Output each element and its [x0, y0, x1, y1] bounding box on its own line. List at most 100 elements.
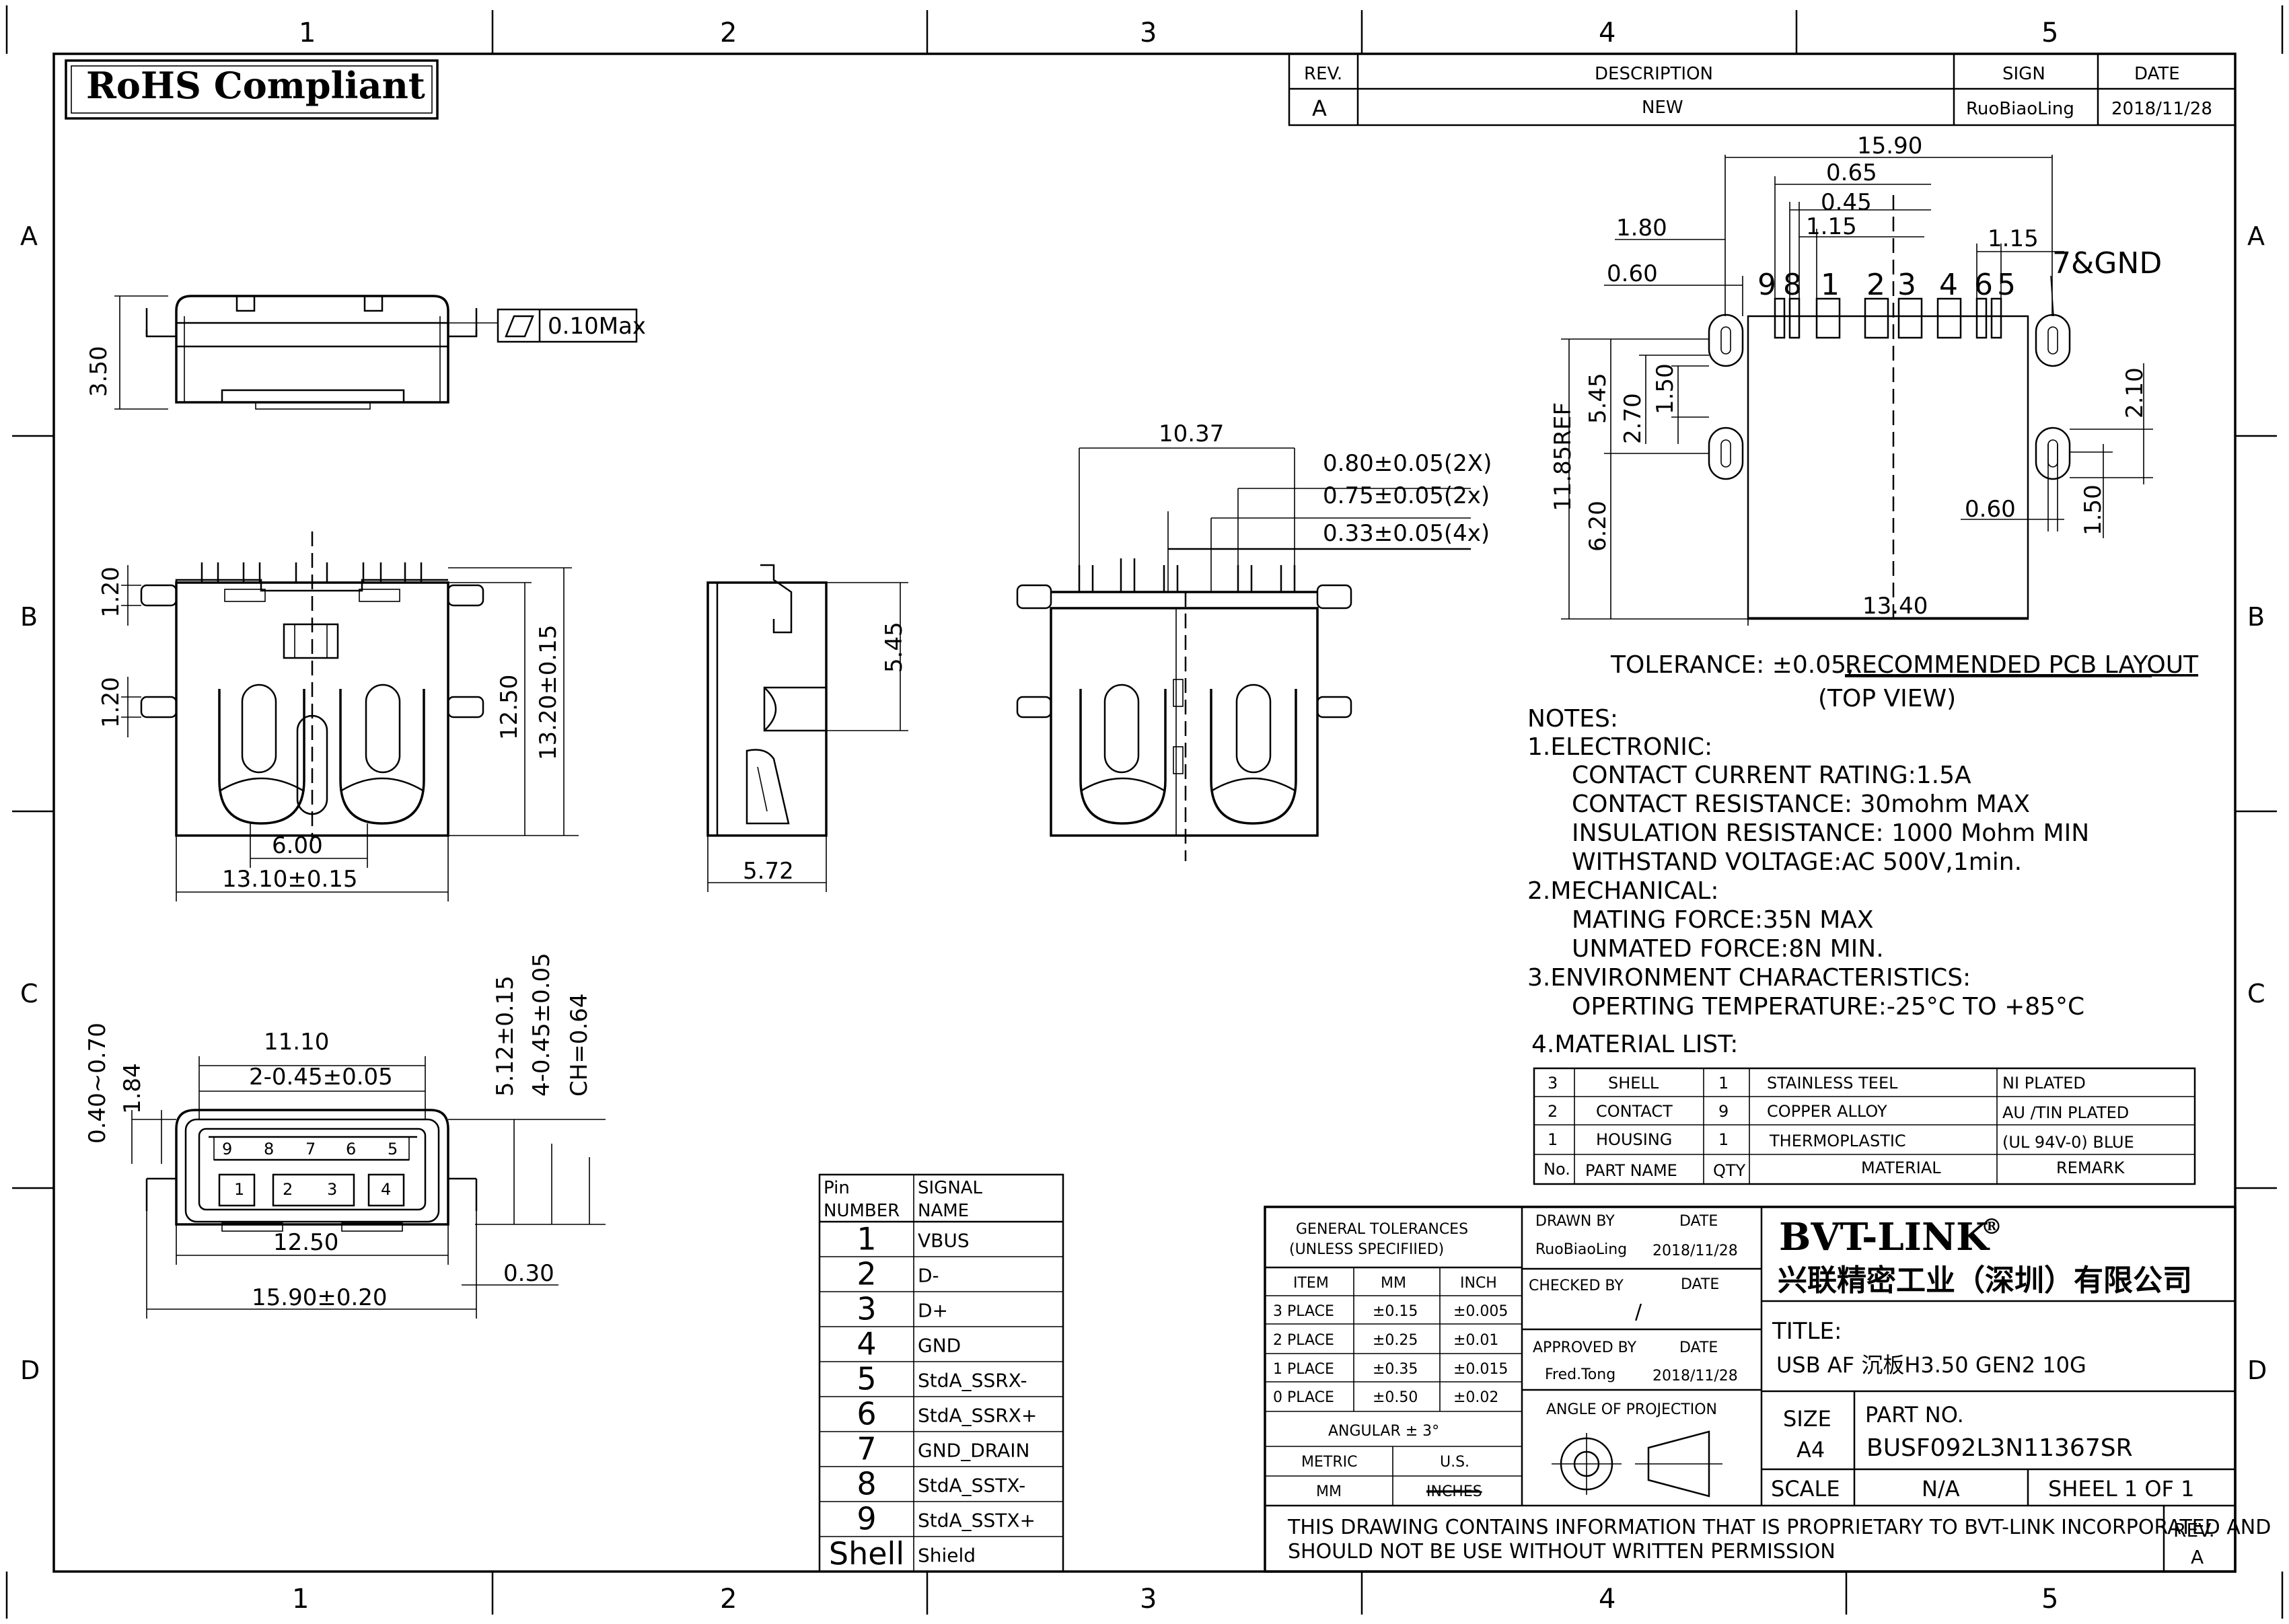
pin-number-cell: 4: [857, 1326, 876, 1362]
notes-current: CONTACT CURRENT RATING:1.5A: [1572, 762, 1971, 789]
unit-mm: MM: [1316, 1483, 1342, 1500]
pcb-tolerance: TOLERANCE: ±0.05,: [1610, 651, 1854, 679]
date-value: 2018/11/28: [2111, 99, 2212, 119]
pcb-dim-1-15-a: 1.15: [1806, 213, 1857, 240]
bottom-dim-11-10: 11.10: [264, 1029, 329, 1056]
pin-signal-cell: D+: [918, 1299, 948, 1321]
pin-number-cell: Shell: [829, 1536, 904, 1572]
side-view: 5.45 5.72: [706, 564, 908, 892]
drawn-by-label: DRAWN BY: [1535, 1213, 1615, 1230]
pcb-dim-1-80: 1.80: [1616, 215, 1667, 242]
rev-header: REV.: [1304, 64, 1342, 84]
pin-header-pin: Pin: [824, 1178, 850, 1198]
unit-us: U.S.: [1440, 1454, 1469, 1471]
bottom-pin-4: 4: [381, 1180, 391, 1199]
pcb-dim-1-50-b: 1.50: [2080, 484, 2107, 536]
mat-row2-no: 2: [1548, 1102, 1558, 1121]
rev-label-footer: REV.: [2173, 1519, 2215, 1541]
material-table: 3 SHELL 1 STAINLESS TEEL NI PLATED 2 CON…: [1533, 1067, 2196, 1185]
bottom-pin-5: 5: [388, 1140, 398, 1158]
bottom-pin-3: 3: [327, 1180, 337, 1199]
pcb-dim-0-60-a: 0.60: [1607, 260, 1658, 287]
pcb-dim-1-50-a: 1.50: [1652, 363, 1679, 414]
rohs-label: RoHS Compliant: [86, 64, 425, 107]
mat-row1-part: HOUSING: [1596, 1130, 1672, 1149]
section-view: 10.37 0.80±0.05(2X) 0.75±0.05(2x) 0.33±0…: [1016, 420, 1492, 861]
mat-header-part: PART NAME: [1585, 1161, 1677, 1180]
pcb-dim-0-60-b: 0.60: [1965, 496, 2016, 523]
tol-1place-item: 1 PLACE: [1273, 1361, 1334, 1378]
date-header: DATE: [2134, 64, 2180, 84]
pin-number-cell: 3: [857, 1291, 876, 1327]
gen-tol-title: GENERAL TOLERANCES: [1296, 1221, 1468, 1238]
bottom-pin-8: 8: [264, 1140, 274, 1158]
pin-signal-cell: D-: [918, 1264, 939, 1286]
bottom-dim-4-0-45: 4-0.45±0.05: [528, 953, 555, 1097]
notes-environment: 3.ENVIRONMENT CHARACTERISTICS:: [1527, 964, 1971, 992]
pin-number-cell: 2: [857, 1256, 876, 1292]
pin-signal-cell: VBUS: [918, 1229, 970, 1251]
third-angle-projection-icon: [1552, 1430, 1722, 1498]
pin-signal-cell: StdA_SSTX-: [918, 1474, 1025, 1496]
unit-inches: INCHES: [1426, 1483, 1482, 1500]
approved-by-label: APPROVED BY: [1533, 1339, 1637, 1356]
pcb-pin-label-9: 9: [1757, 268, 1776, 302]
section-dim-0-75: 0.75±0.05(2x): [1323, 482, 1490, 509]
scale-label: SCALE: [1771, 1476, 1840, 1502]
mat-row3-no: 3: [1548, 1074, 1558, 1093]
row-label-c-left: C: [20, 979, 38, 1008]
notes-temperature: OPERTING TEMPERATURE:-25°C TO +85°C: [1572, 993, 2084, 1021]
front-dim-1-20-a: 1.20: [98, 566, 124, 618]
pin-signal-cell: StdA_SSRX+: [918, 1404, 1037, 1426]
rev-value-footer: A: [2191, 1546, 2204, 1568]
pcb-gnd-label: 7&GND: [2052, 246, 2162, 281]
front-view: 1.20 1.20 12.50 13.20±0.15 6.00 13.10±0.…: [98, 531, 579, 901]
sign-value: RuoBiaoLing: [1966, 99, 2074, 119]
pcb-dim-1-15-b: 1.15: [1988, 225, 2039, 252]
row-label-a-right: A: [2247, 221, 2265, 251]
mat-row1-qty: 1: [1718, 1130, 1729, 1149]
tol-0place-mm: ±0.50: [1373, 1389, 1418, 1406]
company-name: BVT-LINK: [1779, 1215, 1990, 1259]
pcb-title: RECOMMENDED PCB LAYOUT: [1845, 651, 2199, 679]
pin-header-number: NUMBER: [824, 1201, 900, 1221]
tol-2place-inch: ±0.01: [1453, 1332, 1498, 1349]
notes-electronic: 1.ELECTRONIC:: [1527, 733, 1712, 761]
tol-3place-item: 3 PLACE: [1273, 1303, 1334, 1320]
rev-value: A: [1312, 96, 1327, 121]
front-dim-13-10: 13.10±0.15: [222, 866, 358, 893]
bottom-dim-0-40-0-70: 0.40~0.70: [84, 1023, 111, 1144]
notes-unmated: UNMATED FORCE:8N MIN.: [1572, 935, 1884, 963]
col-label-1-bottom: 1: [292, 1584, 309, 1615]
mat-row3-part: SHELL: [1608, 1074, 1659, 1093]
size-label: SIZE: [1783, 1406, 1831, 1432]
pin-number-cell: 5: [857, 1361, 876, 1397]
col-label-4-top: 4: [1599, 17, 1615, 48]
pin-header-signal: SIGNAL: [918, 1178, 983, 1198]
top-height-dim: 3.50: [85, 346, 112, 397]
pin-number-cell: 7: [857, 1431, 876, 1467]
mat-row1-no: 1: [1548, 1130, 1558, 1149]
approved-date-label: DATE: [1679, 1339, 1718, 1356]
notes-material: 4.MATERIAL LIST:: [1531, 1031, 1738, 1058]
tol-0place-inch: ±0.02: [1453, 1389, 1498, 1406]
bottom-dim-15-90: 15.90±0.20: [252, 1284, 388, 1311]
sign-header: SIGN: [2002, 64, 2045, 84]
pin-number-cell: 9: [857, 1501, 876, 1537]
tol-3place-mm: ±0.15: [1373, 1303, 1418, 1320]
scale-value: N/A: [1922, 1476, 1960, 1502]
notes-heading: NOTES:: [1527, 705, 1618, 733]
bottom-pin-7: 7: [305, 1140, 316, 1158]
revision-table: REV. DESCRIPTION SIGN DATE A NEW RuoBiao…: [1288, 52, 2237, 126]
checked-by-label: CHECKED BY: [1529, 1278, 1624, 1294]
mat-row3-material: STAINLESS TEEL: [1767, 1074, 1898, 1093]
tol-2place-mm: ±0.25: [1373, 1332, 1418, 1349]
title-label: TITLE:: [1772, 1318, 1842, 1345]
pcb-dim-2-10: 2.10: [2121, 367, 2148, 418]
mat-row2-material: COPPER ALLOY: [1767, 1102, 1887, 1121]
pin-header-name: NAME: [918, 1201, 969, 1221]
row-label-b-right: B: [2247, 602, 2265, 632]
tol-header-inch: INCH: [1460, 1275, 1497, 1292]
tol-1place-mm: ±0.35: [1373, 1361, 1418, 1378]
pin-number-cell: 8: [857, 1466, 876, 1502]
